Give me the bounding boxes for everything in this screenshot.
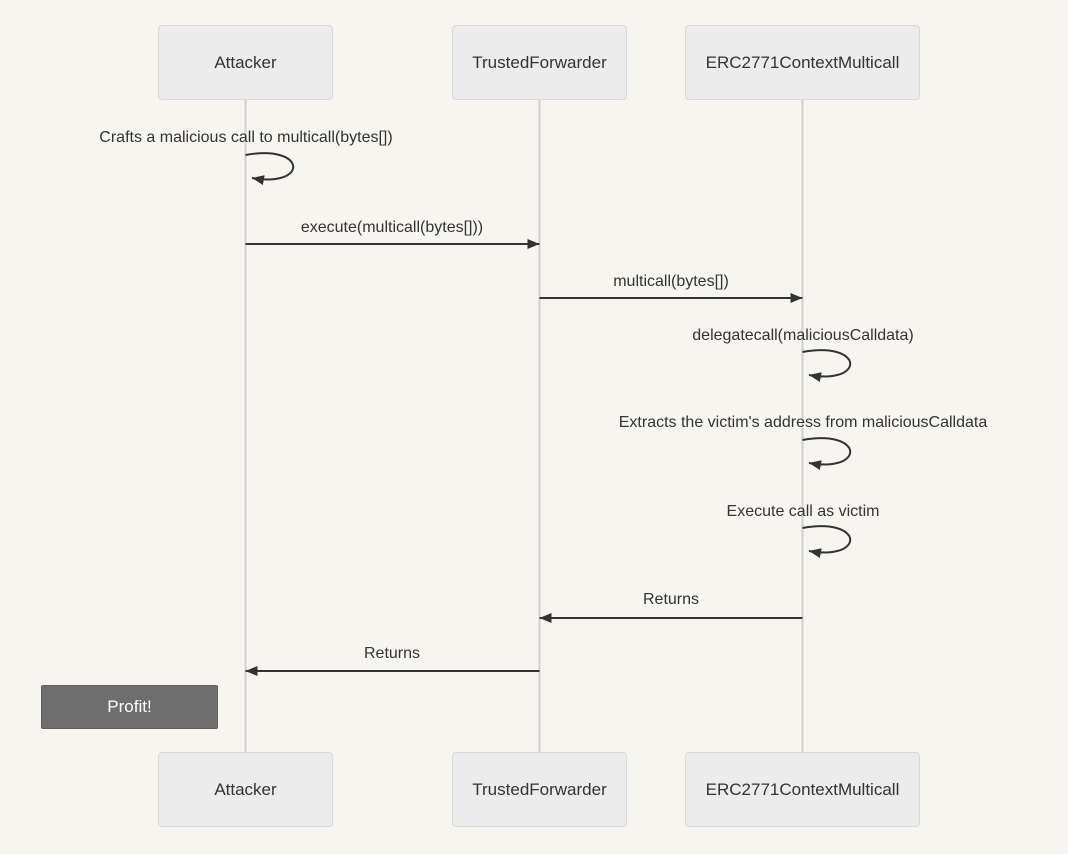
message-label-execute-as-victim: Execute call as victim (726, 503, 880, 520)
message-label-multicall: multicall(bytes[]) (613, 273, 729, 290)
actor-attacker-bottom: Attacker (158, 752, 333, 827)
actor-label: Attacker (214, 52, 277, 72)
note-label: Profit! (107, 697, 152, 716)
message-label-delegatecall: delegatecall(maliciousCalldata) (692, 327, 914, 344)
self-loop-arrow-delegatecall (802, 349, 852, 383)
actor-erc2771contextmulticall-bottom: ERC2771ContextMulticall (685, 752, 920, 827)
message-label-crafts-malicious-call: Crafts a malicious call to multicall(byt… (99, 129, 393, 146)
message-label-returns-to-attacker: Returns (363, 645, 421, 662)
actor-label: ERC2771ContextMulticall (705, 52, 900, 72)
message-label-execute: execute(multicall(bytes[])) (300, 219, 484, 236)
actor-attacker-top: Attacker (158, 25, 333, 100)
self-loop-arrow-extracts-address (802, 437, 852, 471)
actor-label: TrustedForwarder (472, 779, 607, 799)
actor-label: Attacker (214, 779, 277, 799)
actor-trustedforwarder-top: TrustedForwarder (452, 25, 627, 100)
self-loop-arrow-execute-as-victim (802, 525, 852, 559)
actor-trustedforwarder-bottom: TrustedForwarder (452, 752, 627, 827)
message-label-extracts-address: Extracts the victim's address from malic… (618, 414, 988, 431)
self-loop-arrow-crafts-malicious-call (245, 152, 295, 186)
actor-label: ERC2771ContextMulticall (705, 779, 900, 799)
actor-erc2771contextmulticall-top: ERC2771ContextMulticall (685, 25, 920, 100)
message-label-returns-to-forwarder: Returns (642, 591, 700, 608)
note-profit: Profit! (41, 685, 218, 729)
actor-label: TrustedForwarder (472, 52, 607, 72)
